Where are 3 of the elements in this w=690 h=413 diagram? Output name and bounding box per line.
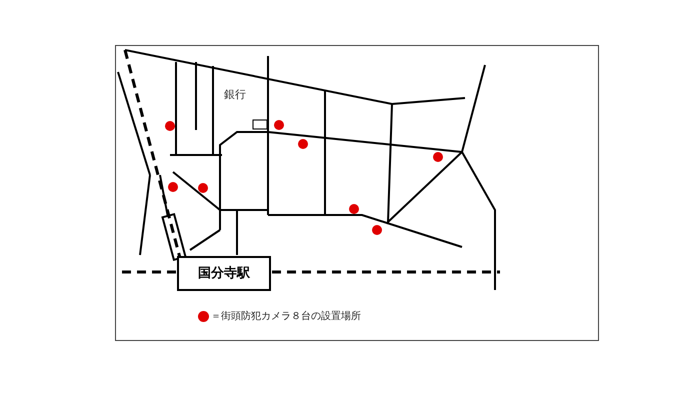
place-label: 銀行 xyxy=(224,87,246,103)
station-box: 国分寺駅 xyxy=(177,256,271,291)
legend-text: ＝街頭防犯カメラ８台の設置場所 xyxy=(211,310,361,324)
